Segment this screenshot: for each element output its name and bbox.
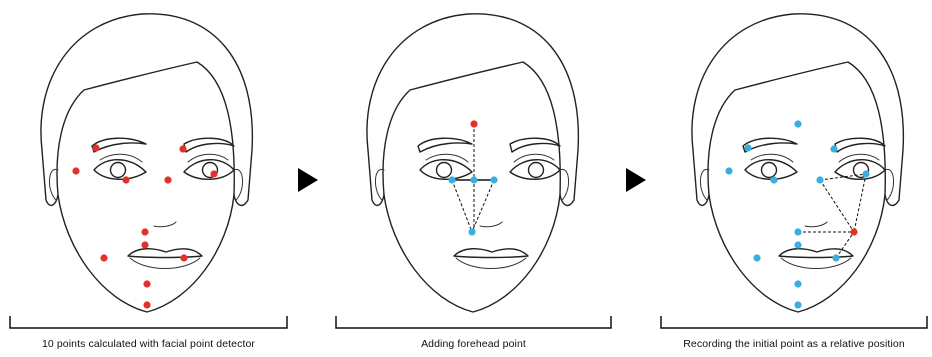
relative-line: [820, 180, 854, 232]
relative-line: [854, 174, 866, 232]
landmark-point: [770, 176, 777, 183]
detector-point: [210, 170, 217, 177]
panel-2-face: [367, 14, 578, 312]
reference-point: [448, 176, 455, 183]
panel-3-lines: [798, 174, 866, 258]
detector-point: [141, 241, 148, 248]
landmark-point: [794, 120, 801, 127]
play-arrow-icon: [626, 168, 646, 192]
detector-point: [92, 144, 99, 151]
reference-point: [490, 176, 497, 183]
initial-point: [850, 228, 857, 235]
detector-point: [72, 167, 79, 174]
detector-point: [164, 176, 171, 183]
detector-point: [143, 301, 150, 308]
eye-nose-line: [452, 180, 472, 232]
panel-3-caption: Recording the initial point as a relativ…: [661, 338, 927, 350]
forehead-point: [470, 120, 477, 127]
detector-point: [179, 145, 186, 152]
landmark-point: [816, 176, 823, 183]
panel-2-caption: Adding forehead point: [336, 338, 611, 350]
panel-2-bracket: [336, 316, 611, 328]
landmark-point: [725, 167, 732, 174]
eye-nose-line: [472, 180, 494, 232]
landmark-point: [830, 145, 837, 152]
landmark-point: [794, 280, 801, 287]
detector-point: [143, 280, 150, 287]
landmark-point: [744, 144, 751, 151]
landmark-point: [753, 254, 760, 261]
landmark-point: [832, 254, 839, 261]
reference-point: [468, 228, 475, 235]
detector-point: [122, 176, 129, 183]
panel-1-face: [41, 14, 252, 312]
detector-point: [100, 254, 107, 261]
reference-point: [470, 176, 477, 183]
detector-point: [180, 254, 187, 261]
panel-3-bracket: [661, 316, 927, 328]
play-arrow-icon: [298, 168, 318, 192]
panel-1-bracket: [10, 316, 287, 328]
landmark-point: [794, 301, 801, 308]
panel-3-face: [692, 14, 903, 312]
panel-1-caption: 10 points calculated with facial point d…: [10, 338, 287, 350]
landmark-point: [794, 241, 801, 248]
detector-point: [141, 228, 148, 235]
landmark-point: [794, 228, 801, 235]
landmark-point: [862, 170, 869, 177]
